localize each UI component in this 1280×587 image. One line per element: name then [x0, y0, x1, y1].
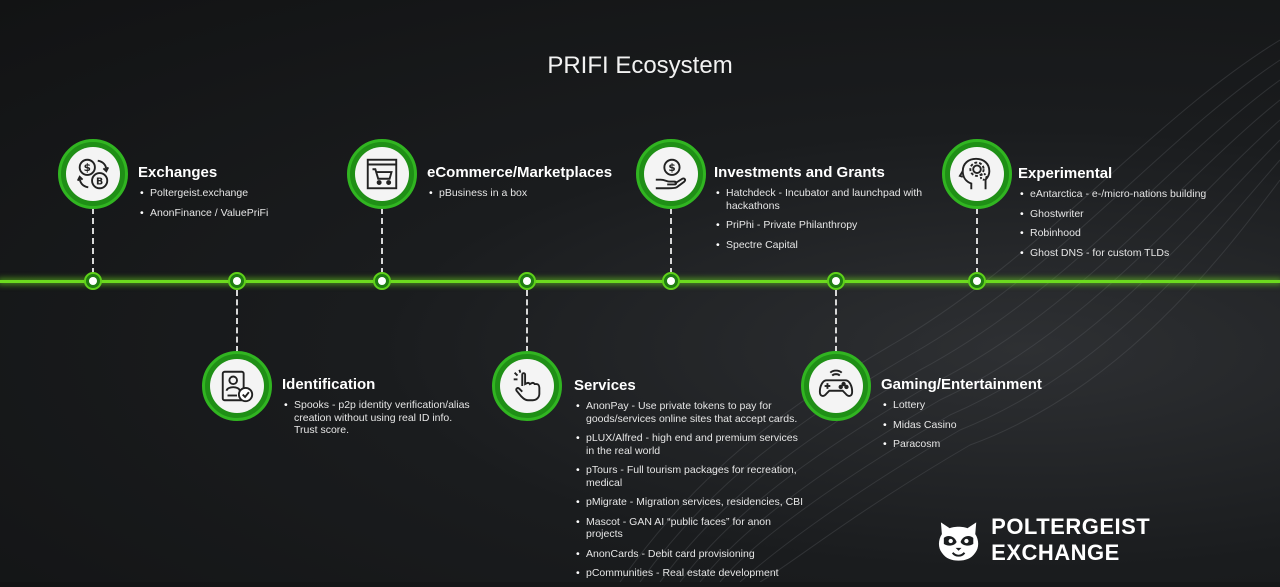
list-item: eAntarctica - e-/micro-nations building	[1018, 188, 1248, 201]
section-items: pBusiness in a box	[427, 187, 627, 200]
services-icon-circle	[492, 351, 562, 421]
section-investments: Investments and Grants Hatchdeck - Incub…	[714, 164, 924, 258]
raccoon-ghost-logo	[938, 522, 979, 561]
gaming-icon-circle	[801, 351, 871, 421]
section-heading: Identification	[282, 376, 376, 393]
page-title: PRIFI Ecosystem	[547, 52, 733, 79]
timeline-node-services	[518, 272, 536, 290]
section-services: Services AnonPay - Use private tokens to…	[574, 377, 804, 587]
svg-text:B: B	[96, 176, 103, 187]
timeline-node-identification	[228, 272, 246, 290]
connector-investments	[670, 208, 672, 274]
list-item: PriPhi - Private Philanthropy	[714, 219, 924, 232]
section-items: eAntarctica - e-/micro-nations building …	[1018, 188, 1248, 259]
connector-identification	[236, 290, 238, 352]
list-item: Spectre Capital	[714, 239, 924, 252]
section-exchanges: Exchanges Poltergeist.exchange AnonFinan…	[138, 164, 338, 226]
experimental-icon-circle	[942, 139, 1012, 209]
section-gaming: Gaming/Entertainment Lottery Midas Casin…	[881, 376, 1081, 458]
list-item: Lottery	[881, 399, 1081, 412]
section-heading: Experimental	[1018, 165, 1113, 182]
timeline-node-experimental	[968, 272, 986, 290]
svg-text:$: $	[668, 162, 675, 174]
list-item: pCommunities - Real estate development	[574, 567, 804, 580]
section-heading: Investments and Grants	[714, 164, 885, 181]
section-heading: Exchanges	[138, 164, 218, 181]
gamepad-icon	[818, 369, 854, 397]
list-item: AnonCards - Debit card provisioning	[574, 548, 804, 561]
timeline-node-gaming	[827, 272, 845, 290]
identification-icon-circle	[202, 351, 272, 421]
section-items: Spooks - p2p identity verification/alias…	[282, 399, 472, 437]
timeline-node-investments	[662, 272, 680, 290]
brand-logo-area: POLTERGEIST EXCHANGE	[936, 514, 1280, 566]
timeline-node-ecommerce	[373, 272, 391, 290]
connector-ecommerce	[381, 208, 383, 274]
list-item: Poltergeist.exchange	[138, 187, 338, 200]
list-item: Paracosm	[881, 438, 1081, 451]
shopping-cart-icon	[366, 158, 398, 190]
svg-text:$: $	[84, 162, 91, 174]
section-experimental: Experimental eAntarctica - e-/micro-nati…	[1018, 165, 1248, 266]
list-item: Ghostwriter	[1018, 208, 1248, 221]
list-item: pBusiness in a box	[427, 187, 627, 200]
list-item: AnonFinance / ValuePriFi	[138, 207, 338, 220]
section-identification: Identification Spooks - p2p identity ver…	[282, 376, 472, 444]
section-items: Lottery Midas Casino Paracosm	[881, 399, 1081, 451]
section-heading: Gaming/Entertainment	[881, 376, 1042, 393]
ecommerce-icon-circle	[347, 139, 417, 209]
section-ecommerce: eCommerce/Marketplaces pBusiness in a bo…	[427, 164, 627, 207]
section-items: Hatchdeck - Incubator and launchpad with…	[714, 187, 924, 251]
hand-pointer-icon	[513, 369, 541, 402]
section-heading: eCommerce/Marketplaces	[427, 164, 613, 181]
connector-gaming	[835, 290, 837, 352]
investments-icon-circle: $	[636, 139, 706, 209]
list-item: pTours - Full tourism packages for recre…	[574, 464, 804, 489]
list-item: pLUX/Alfred - high end and premium servi…	[574, 432, 804, 457]
list-item: AnonPay - Use private tokens to pay for …	[574, 400, 804, 425]
list-item: Mascot - GAN AI “public faces” for anon …	[574, 516, 804, 541]
timeline-line	[0, 280, 1280, 283]
brand-name: POLTERGEIST EXCHANGE	[991, 514, 1151, 565]
id-badge-check-icon	[221, 370, 254, 403]
list-item: pMigrate - Migration services, residenci…	[574, 496, 804, 509]
head-gears-icon	[958, 157, 991, 190]
list-item: Spooks - p2p identity verification/alias…	[282, 399, 472, 437]
hand-dollar-icon: $	[655, 158, 687, 190]
list-item: Robinhood	[1018, 227, 1248, 240]
list-item: Ghost DNS - for custom TLDs	[1018, 247, 1248, 260]
section-heading: Services	[574, 377, 636, 394]
timeline-node-exchanges	[84, 272, 102, 290]
currency-exchange-icon: $ B	[76, 158, 110, 190]
list-item: Hatchdeck - Incubator and launchpad with…	[714, 187, 924, 212]
connector-experimental	[976, 208, 978, 274]
section-items: AnonPay - Use private tokens to pay for …	[574, 400, 804, 580]
section-items: Poltergeist.exchange AnonFinance / Value…	[138, 187, 338, 219]
exchanges-icon-circle: $ B	[58, 139, 128, 209]
connector-exchanges	[92, 208, 94, 274]
connector-services	[526, 290, 528, 352]
list-item: Midas Casino	[881, 419, 1081, 432]
